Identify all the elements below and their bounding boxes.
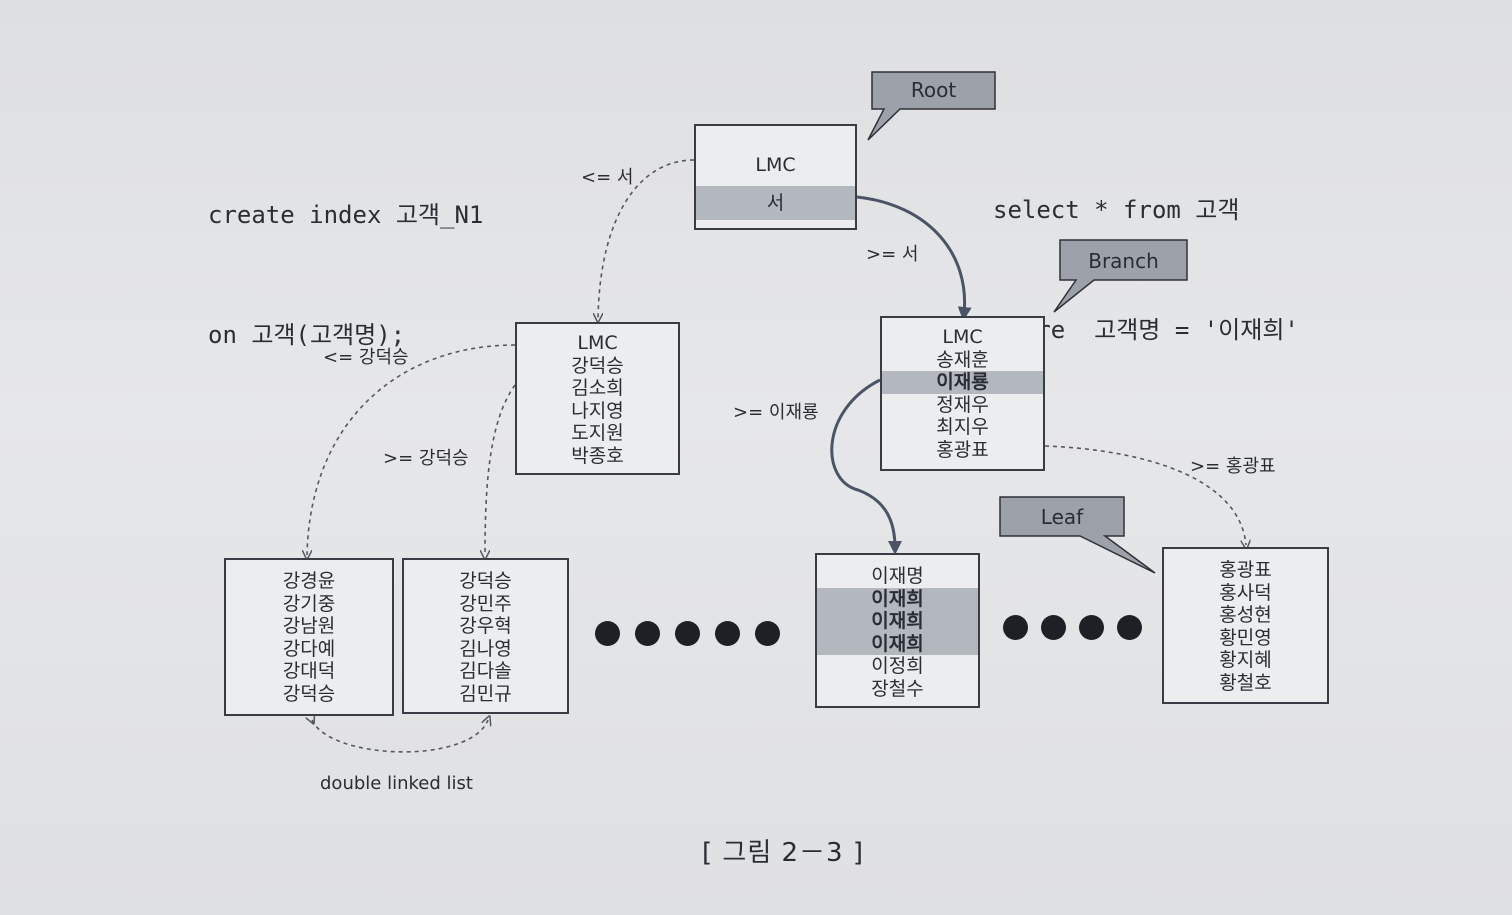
arrow-branch-right-to-leaf4 bbox=[1044, 445, 1246, 545]
leaf4-row: 홍광표 bbox=[1219, 559, 1272, 581]
leaf3-row: 이재명 bbox=[871, 565, 924, 587]
branch-left-row: 강덕승 bbox=[571, 354, 624, 377]
branch-right-row: 최지우 bbox=[936, 416, 989, 438]
leaf1-row: 강기중 bbox=[282, 592, 336, 615]
leaf1-row: 강다예 bbox=[282, 637, 336, 660]
code-right-line-1: select * from 고객 bbox=[993, 196, 1240, 224]
dot bbox=[595, 621, 620, 646]
edge-label-branch-left-ge: >= 강덕승 bbox=[383, 448, 469, 469]
dot bbox=[755, 621, 780, 646]
leaf-block-4: 홍광표 홍사덕 홍성현 황민영 황지혜 황철호 bbox=[1162, 547, 1329, 704]
dot bbox=[1079, 615, 1104, 640]
leaf2-row: 김나영 bbox=[459, 637, 512, 660]
dot bbox=[1117, 615, 1142, 640]
leaf1-row: 강대덕 bbox=[282, 660, 336, 682]
branch-right-row: LMC bbox=[942, 326, 983, 348]
edge-label-root-ge: >= 서 bbox=[866, 244, 919, 265]
leaf4-row: 황철호 bbox=[1219, 671, 1272, 694]
branch-callout-label: Branch bbox=[1088, 249, 1159, 273]
leaf2-row: 김다솔 bbox=[459, 660, 512, 682]
ellipsis-dots-left bbox=[595, 621, 780, 646]
branch-block-right: LMC 송재훈 이재룡 정재우 최지우 홍광표 bbox=[880, 316, 1045, 471]
branch-left-row: LMC bbox=[577, 332, 618, 354]
root-block: LMC 서 bbox=[694, 124, 857, 230]
leaf1-row: 강남원 bbox=[282, 615, 336, 637]
arrow-root-to-branch-left bbox=[598, 159, 695, 318]
root-callout-label: Root bbox=[910, 78, 957, 102]
arrow-branch-left-to-leaf2 bbox=[485, 384, 516, 555]
leaf2-row: 김민규 bbox=[459, 682, 512, 705]
dot bbox=[1003, 615, 1028, 640]
leaf4-row: 황지혜 bbox=[1219, 649, 1272, 671]
double-linked-list-label: double linked list bbox=[320, 773, 473, 794]
code-left-line-1: create index 고객_N1 bbox=[208, 201, 484, 229]
leaf-callout-label: Leaf bbox=[1040, 505, 1084, 529]
leaf3-row: 장철수 bbox=[871, 677, 924, 700]
leaf-block-3: 이재명 이재희 이재희 이재희 이정희 장철수 bbox=[815, 553, 980, 708]
leaf3-row-match: 이재희 bbox=[817, 587, 978, 610]
branch-block-left: LMC 강덕승 김소희 나지영 도지원 박종호 bbox=[515, 322, 680, 475]
root-key: 서 bbox=[696, 186, 855, 220]
dot bbox=[1041, 615, 1066, 640]
arrow-root-to-branch-right bbox=[856, 195, 972, 321]
edge-label-branch-left-le: <= 강덕승 bbox=[323, 347, 409, 368]
branch-right-row: 정재우 bbox=[936, 393, 989, 416]
edge-label-branch-right-ge-hong: >= 홍광표 bbox=[1190, 456, 1276, 477]
leaf2-row: 강우혁 bbox=[459, 615, 512, 637]
leaf-callout-shape bbox=[999, 496, 1156, 574]
edge-label-root-le: <= 서 bbox=[581, 167, 634, 188]
dot bbox=[675, 621, 700, 646]
leaf3-row-match: 이재희 bbox=[817, 632, 978, 655]
root-callout-shape bbox=[867, 71, 996, 141]
root-lmc: LMC bbox=[755, 154, 796, 176]
branch-left-row: 박종호 bbox=[571, 444, 624, 467]
leaf1-row: 강경윤 bbox=[282, 570, 336, 592]
branch-right-row: 홍광표 bbox=[936, 438, 989, 461]
dot bbox=[715, 621, 740, 646]
leaf4-row: 황민영 bbox=[1219, 626, 1272, 649]
branch-callout-shape bbox=[1053, 239, 1188, 313]
leaf4-row: 홍성현 bbox=[1219, 604, 1272, 626]
dot bbox=[635, 621, 660, 646]
figure-caption: [ 그림 2－3 ] bbox=[702, 838, 865, 868]
leaf3-row: 이정희 bbox=[871, 655, 924, 677]
create-index-code: create index 고객_N1 on 고객(고객명); bbox=[208, 115, 483, 435]
branch-left-row: 나지영 bbox=[571, 399, 624, 422]
branch-left-row: 도지원 bbox=[571, 422, 624, 444]
leaf-block-1: 강경윤 강기중 강남원 강다예 강대덕 강덕승 bbox=[224, 558, 394, 716]
branch-right-row-highlighted: 이재룡 bbox=[882, 371, 1043, 394]
code-left-line-2: on 고객(고객명); bbox=[208, 321, 406, 349]
leaf1-row: 강덕승 bbox=[282, 682, 336, 705]
leaf4-row: 홍사덕 bbox=[1219, 581, 1272, 604]
leaf2-row: 강덕승 bbox=[459, 570, 512, 592]
arrow-branch-left-to-leaf1 bbox=[307, 344, 516, 555]
arrow-branch-right-to-leaf3 bbox=[830, 378, 902, 555]
branch-left-row: 김소희 bbox=[571, 377, 624, 399]
branch-right-row: 송재훈 bbox=[936, 348, 989, 371]
edge-label-branch-right-ge-lee: >= 이재룡 bbox=[733, 402, 819, 423]
double-linked-arrow bbox=[312, 720, 488, 753]
leaf2-row: 강민주 bbox=[459, 592, 512, 615]
leaf-block-2: 강덕승 강민주 강우혁 김나영 김다솔 김민규 bbox=[402, 558, 569, 714]
ellipsis-dots-right bbox=[1003, 615, 1142, 640]
leaf3-row-match: 이재희 bbox=[817, 610, 978, 633]
